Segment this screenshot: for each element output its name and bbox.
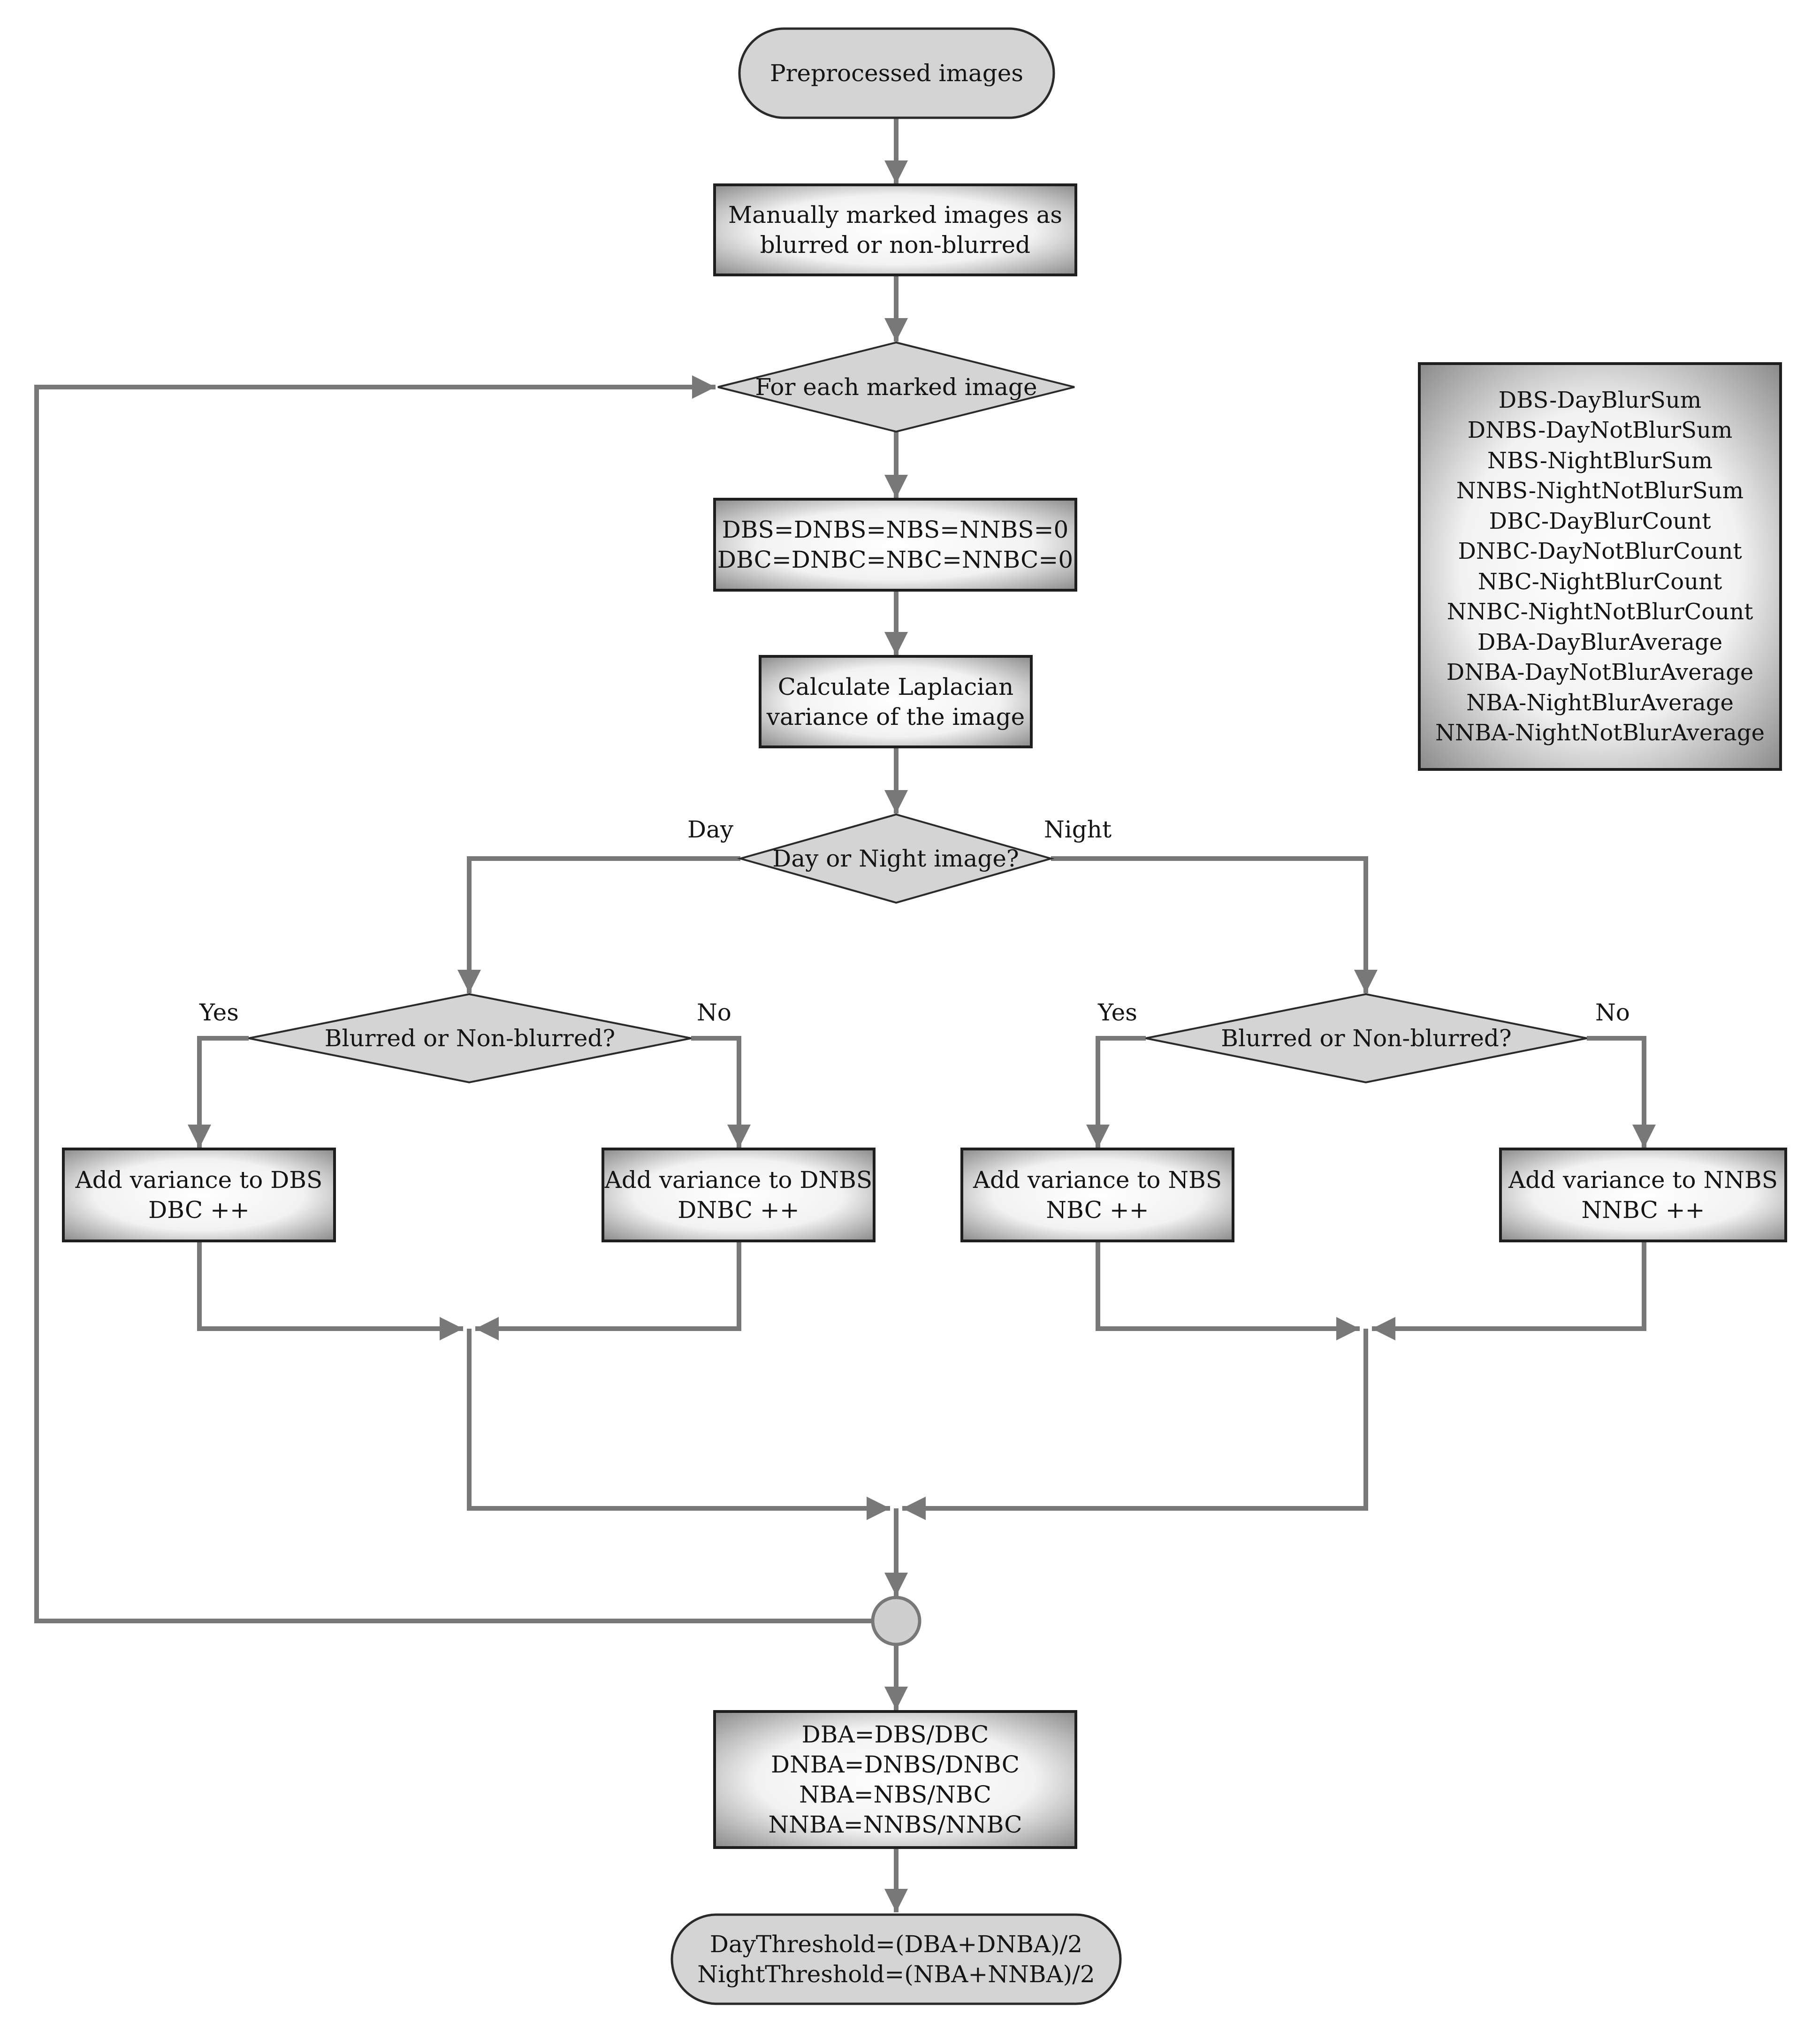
legend-line-10: DNBA-DayNotBlurAverage <box>1446 659 1754 685</box>
blur-night-decision <box>1145 993 1587 1084</box>
add-dnbs-line-2: DNBC ++ <box>678 1196 800 1224</box>
loop-label: For each marked image <box>718 342 1074 432</box>
start-line-1: Preprocessed images <box>769 60 1023 87</box>
blur-day-label: Blurred or Non-blurred? <box>249 994 691 1082</box>
add-nnbs-box <box>1499 1148 1787 1242</box>
add-nbs-line-1: Add variance to NBS <box>973 1166 1222 1194</box>
blur-night-line-1: Blurred or Non-blurred? <box>1221 1025 1512 1052</box>
edge-day-branch <box>457 856 740 993</box>
legend-line-2: DNBS-DayNotBlurSum <box>1467 417 1733 443</box>
add-dnbs-label: Add variance to DNBS DNBC ++ <box>603 1149 874 1241</box>
legend-line-11: NBA-NightBlurAverage <box>1466 689 1734 716</box>
edge-label-night: Night <box>1044 816 1112 843</box>
edge-label-night-no: No <box>1595 999 1630 1026</box>
edge-daymerge-down <box>467 1329 890 1520</box>
add-dnbs-box <box>602 1148 876 1242</box>
legend-box <box>1418 362 1782 771</box>
add-dbs-box <box>62 1148 336 1242</box>
add-dbs-line-1: Add variance to DBS <box>75 1166 323 1194</box>
edge-label-night-yes: Yes <box>1098 999 1137 1026</box>
averages-label: DBA=DBS/DBC DNBA=DNBS/DNBC NBA=NBS/NBC N… <box>715 1712 1076 1848</box>
averages-line-2: DNBA=DNBS/DNBC <box>770 1751 1020 1778</box>
init-box <box>713 498 1077 592</box>
add-nbs-label: Add variance to NBS NBC ++ <box>962 1149 1233 1241</box>
loop-decision <box>717 341 1075 433</box>
edge-label-day-yes: Yes <box>199 999 239 1026</box>
thresholds-line-2: NightThreshold=(NBA+NNBA)/2 <box>697 1961 1095 1988</box>
legend-line-1: DBS-DayBlurSum <box>1498 387 1702 413</box>
edge-loop-back <box>34 375 873 1623</box>
averages-line-1: DBA=DBS/DBC <box>801 1721 989 1748</box>
connectors <box>34 118 1656 1912</box>
manual-mark-line-2: blurred or non-blurred <box>760 231 1031 259</box>
thresholds-label: DayThreshold=(DBA+DNBA)/2 NightThreshold… <box>672 1915 1120 2004</box>
edge-label-day: Day <box>687 816 734 843</box>
edge-night-yes <box>1086 1036 1146 1148</box>
edge-dnbs-merge <box>475 1241 741 1340</box>
daynight-label: Day or Night image? <box>740 814 1051 903</box>
edge-nnbs-merge <box>1372 1241 1646 1340</box>
init-label: DBS=DNBS=NBS=NNBS=0 DBC=DNBC=NBC=NNBC=0 <box>715 499 1076 590</box>
manual-mark-line-1: Manually marked images as <box>728 201 1063 228</box>
legend-line-5: DBC-DayBlurCount <box>1489 508 1711 534</box>
add-nnbs-line-1: Add variance to NNBS <box>1508 1166 1778 1194</box>
thresholds-line-1: DayThreshold=(DBA+DNBA)/2 <box>709 1931 1083 1958</box>
daynight-line-1: Day or Night image? <box>772 845 1019 872</box>
laplacian-box <box>759 655 1033 748</box>
legend-line-3: NBS-NightBlurSum <box>1487 447 1713 474</box>
blur-day-decision <box>248 993 692 1084</box>
legend-line-12: NNBA-NightNotBlurAverage <box>1435 720 1765 746</box>
averages-box <box>713 1710 1077 1849</box>
legend-line-8: NNBC-NightNotBlurCount <box>1447 599 1753 625</box>
edge-label-day-no: No <box>697 999 731 1026</box>
edge-nightmerge-down <box>902 1329 1368 1520</box>
add-nnbs-line-2: NNBC ++ <box>1581 1196 1705 1224</box>
start-terminal <box>738 27 1055 119</box>
blur-night-label: Blurred or Non-blurred? <box>1146 994 1587 1082</box>
edge-dbs-merge <box>197 1241 463 1340</box>
add-nnbs-label: Add variance to NNBS NNBC ++ <box>1500 1149 1786 1241</box>
add-nbs-box <box>960 1148 1234 1242</box>
add-nbs-line-2: NBC ++ <box>1046 1196 1149 1224</box>
manual-mark-label: Manually marked images as blurred or non… <box>715 185 1076 275</box>
add-dbs-label: Add variance to DBS DBC ++ <box>63 1149 335 1241</box>
start-label: Preprocessed images <box>739 29 1054 118</box>
edge-day-no <box>691 1036 751 1148</box>
manual-mark-box <box>713 183 1077 276</box>
edge-nbs-merge <box>1096 1241 1360 1340</box>
laplacian-line-2: variance of the image <box>766 703 1025 730</box>
legend-label: DBS-DayBlurSum DNBS-DayNotBlurSum NBS-Ni… <box>1419 364 1781 769</box>
legend-line-7: NBC-NightBlurCount <box>1477 568 1722 595</box>
shapes <box>62 27 1787 2005</box>
init-line-2: DBC=DNBC=NBC=NNBC=0 <box>717 546 1074 573</box>
laplacian-label: Calculate Laplacian variance of the imag… <box>760 656 1031 747</box>
blur-day-line-1: Blurred or Non-blurred? <box>324 1025 616 1052</box>
edge-night-branch <box>1051 856 1378 993</box>
legend-line-9: DBA-DayBlurAverage <box>1477 629 1723 655</box>
edge-night-no <box>1587 1036 1656 1148</box>
laplacian-line-1: Calculate Laplacian <box>777 673 1014 700</box>
add-dnbs-line-1: Add variance to DNBS <box>604 1166 873 1194</box>
legend-line-6: DNBC-DayNotBlurCount <box>1458 538 1742 564</box>
daynight-decision <box>737 813 1055 904</box>
loop-line-1: For each marked image <box>755 373 1037 401</box>
add-dbs-line-2: DBC ++ <box>148 1196 250 1224</box>
thresholds-terminal <box>670 1913 1122 2005</box>
init-line-1: DBS=DNBS=NBS=NNBS=0 <box>722 516 1069 543</box>
edge-day-yes <box>188 1036 249 1148</box>
legend-line-4: NNBS-NightNotBlurSum <box>1456 478 1744 504</box>
averages-line-3: NBA=NBS/NBC <box>799 1781 991 1808</box>
averages-line-4: NNBA=NNBS/NNBC <box>768 1811 1022 1838</box>
loop-connector-circle <box>871 1596 921 1646</box>
